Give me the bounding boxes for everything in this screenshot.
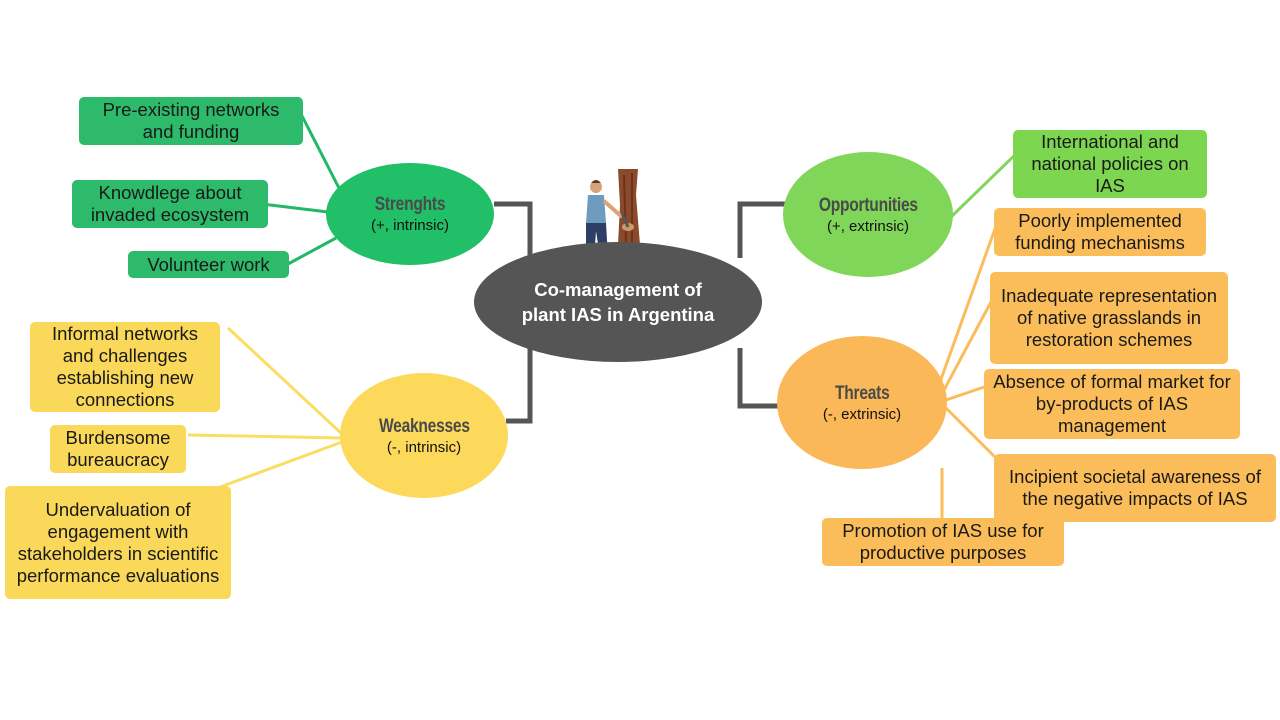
strength-item: Pre-existing networks and funding [79, 97, 303, 145]
threat-item: Inadequate representation of native gras… [990, 272, 1228, 364]
central-topic-line2: plant IAS in Argentina [521, 304, 715, 325]
threats-subtitle: (-, extrinsic) [822, 405, 902, 423]
connector-weaknesses [506, 348, 533, 424]
connector-opportunities [737, 201, 785, 258]
threat-item: Absence of formal market for by-products… [984, 369, 1240, 439]
central-topic: Co-management of plant IAS in Argentina [474, 242, 762, 362]
weakness-item: Burdensome bureaucracy [50, 425, 186, 473]
strengths-title: Strenghts [374, 194, 446, 215]
weakness-item: Informal networks and challenges establi… [30, 322, 220, 412]
threats-title: Threats [834, 382, 890, 404]
strengths-subtitle: (+, intrinsic) [371, 217, 449, 234]
opportunities-node: Opportunities (+, extrinsic) [783, 152, 953, 277]
weaknesses-node: Weaknesses (-, intrinsic) [340, 373, 508, 498]
central-topic-line1: Co-management of [534, 279, 702, 300]
threat-item: Poorly implemented funding mechanisms [994, 208, 1206, 256]
weaknesses-subtitle: (-, intrinsic) [386, 438, 462, 456]
opportunities-subtitle: (+, extrinsic) [826, 217, 910, 235]
opportunity-item: International and national policies on I… [1013, 130, 1207, 198]
strength-item: Volunteer work [128, 251, 289, 278]
strengths-node: Strenghts (+, intrinsic) [326, 163, 494, 265]
threat-item: Incipient societal awareness of the nega… [994, 454, 1276, 522]
connector-threats [737, 348, 778, 409]
strength-item: Knowdlege about invaded ecosystem [72, 180, 268, 228]
threats-node: Threats (-, extrinsic) [777, 336, 947, 469]
opportunities-title: Opportunities [818, 194, 918, 216]
weakness-item: Undervaluation of engagement with stakeh… [5, 486, 231, 599]
threat-item: Promotion of IAS use for productive purp… [822, 518, 1064, 566]
weaknesses-title: Weaknesses [378, 415, 470, 437]
connector-strengths [494, 201, 533, 258]
